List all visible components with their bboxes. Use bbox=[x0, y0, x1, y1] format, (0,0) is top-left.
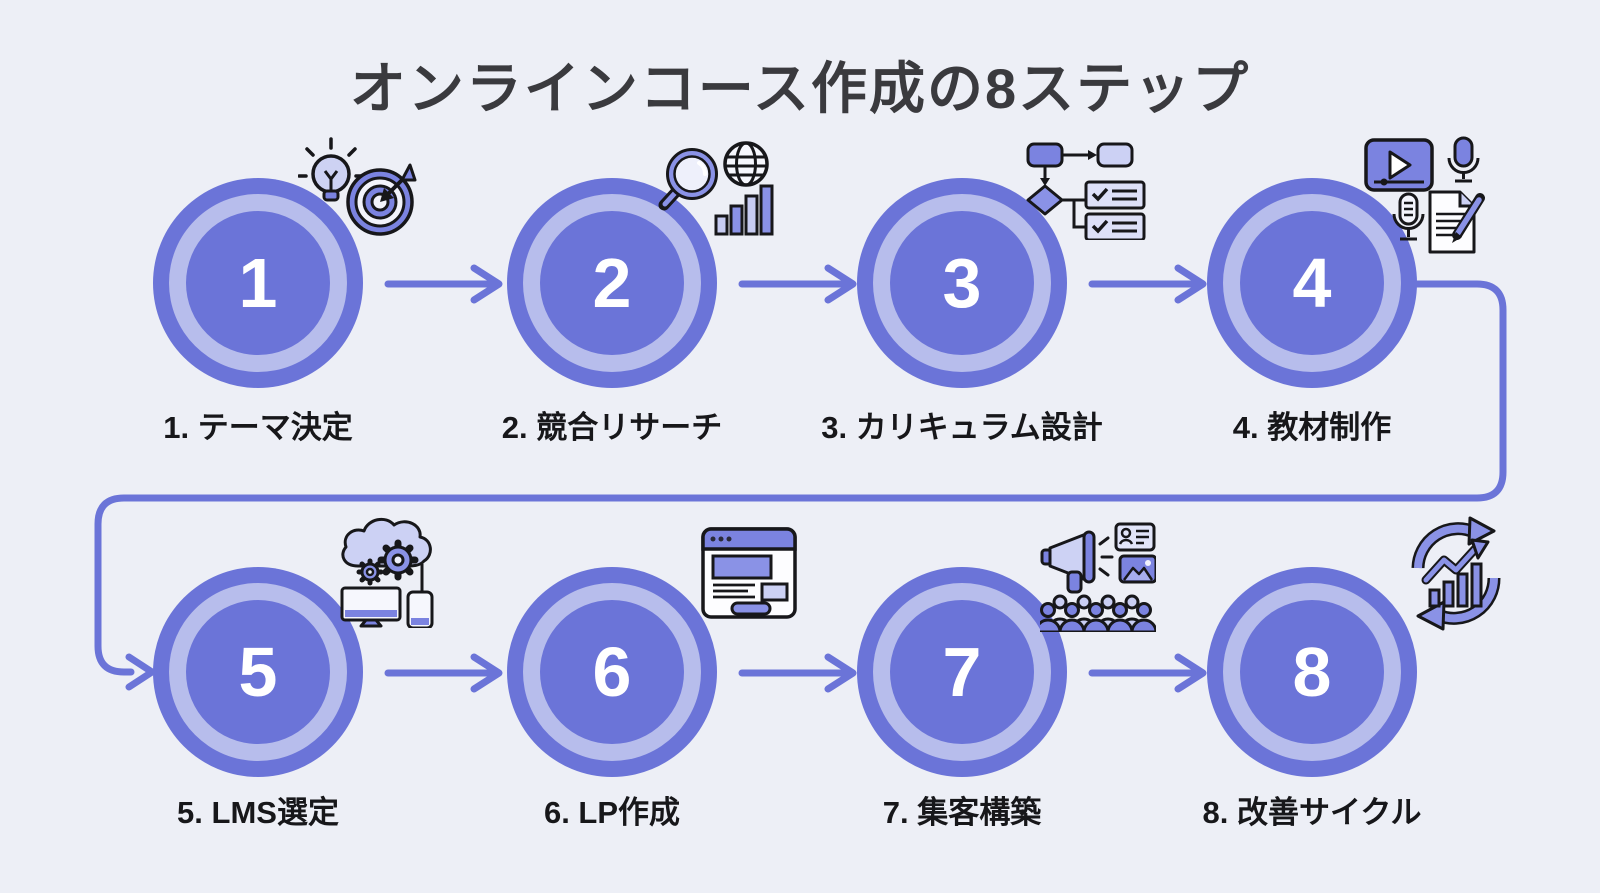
step-circle-ring: 2 bbox=[523, 194, 701, 372]
step-label-1: 1. テーマ決定 bbox=[163, 410, 353, 445]
step-circle-ring: 4 bbox=[1223, 194, 1401, 372]
step-label-2: 2. 競合リサーチ bbox=[501, 410, 723, 445]
video-mic-document-icon bbox=[1364, 136, 1485, 254]
step-circle-core: 7 bbox=[890, 600, 1034, 744]
step-circle-core: 1 bbox=[186, 211, 330, 355]
step-number: 7 bbox=[942, 633, 982, 711]
step-circle-6: 6 bbox=[507, 567, 717, 777]
step-circle-3: 3 bbox=[857, 178, 1067, 388]
megaphone-audience-icon bbox=[1040, 522, 1156, 632]
arrow-step5-step6 bbox=[384, 653, 503, 693]
step-circle-1: 1 bbox=[153, 178, 363, 388]
step-number: 1 bbox=[238, 244, 278, 322]
step-label-3: 3. カリキュラム設計 bbox=[821, 410, 1103, 445]
browser-landing-page-icon bbox=[701, 527, 797, 619]
step-circle-ring: 1 bbox=[169, 194, 347, 372]
flowchart-checklist-icon bbox=[1026, 142, 1146, 240]
step-number: 2 bbox=[592, 244, 632, 322]
step-circle-ring: 7 bbox=[873, 583, 1051, 761]
lightbulb-target-icon bbox=[298, 137, 417, 236]
step-circle-ring: 5 bbox=[169, 583, 347, 761]
step-label-6: 6. LP作成 bbox=[543, 795, 681, 830]
arrow-step1-step2 bbox=[384, 264, 503, 304]
step-number: 4 bbox=[1292, 244, 1332, 322]
step-circle-5: 5 bbox=[153, 567, 363, 777]
step-circle-7: 7 bbox=[857, 567, 1067, 777]
step-number: 3 bbox=[942, 244, 982, 322]
step-label-7: 7. 集客構築 bbox=[882, 795, 1042, 830]
step-circle-core: 5 bbox=[186, 600, 330, 744]
arrow-step2-step3 bbox=[738, 264, 857, 304]
step-circle-4: 4 bbox=[1207, 178, 1417, 388]
step-number: 6 bbox=[592, 633, 632, 711]
step-number: 8 bbox=[1292, 633, 1332, 711]
step-circle-ring: 8 bbox=[1223, 583, 1401, 761]
step-circle-2: 2 bbox=[507, 178, 717, 388]
step-circle-core: 4 bbox=[1240, 211, 1384, 355]
improvement-cycle-chart-icon bbox=[1411, 516, 1501, 631]
arrow-step6-step7 bbox=[738, 653, 857, 693]
step-circle-core: 3 bbox=[890, 211, 1034, 355]
step-circle-8: 8 bbox=[1207, 567, 1417, 777]
step-circle-core: 6 bbox=[540, 600, 684, 744]
page-title: オンラインコース作成の8ステップ bbox=[349, 57, 1251, 120]
step-circle-ring: 6 bbox=[523, 583, 701, 761]
arrow-step7-step8 bbox=[1088, 653, 1207, 693]
step-label-5: 5. LMS選定 bbox=[177, 795, 339, 830]
step-circle-core: 8 bbox=[1240, 600, 1384, 744]
cloud-gear-devices-icon bbox=[340, 517, 434, 628]
arrow-step3-step4 bbox=[1088, 264, 1207, 304]
arrow-step4-step5 bbox=[94, 280, 1507, 691]
step-label-4: 4. 教材制作 bbox=[1232, 410, 1392, 445]
step-circle-core: 2 bbox=[540, 211, 684, 355]
step-number: 5 bbox=[238, 633, 278, 711]
step-circle-ring: 3 bbox=[873, 194, 1051, 372]
magnifier-globe-chart-icon bbox=[658, 141, 774, 236]
step-label-8: 8. 改善サイクル bbox=[1202, 795, 1422, 830]
